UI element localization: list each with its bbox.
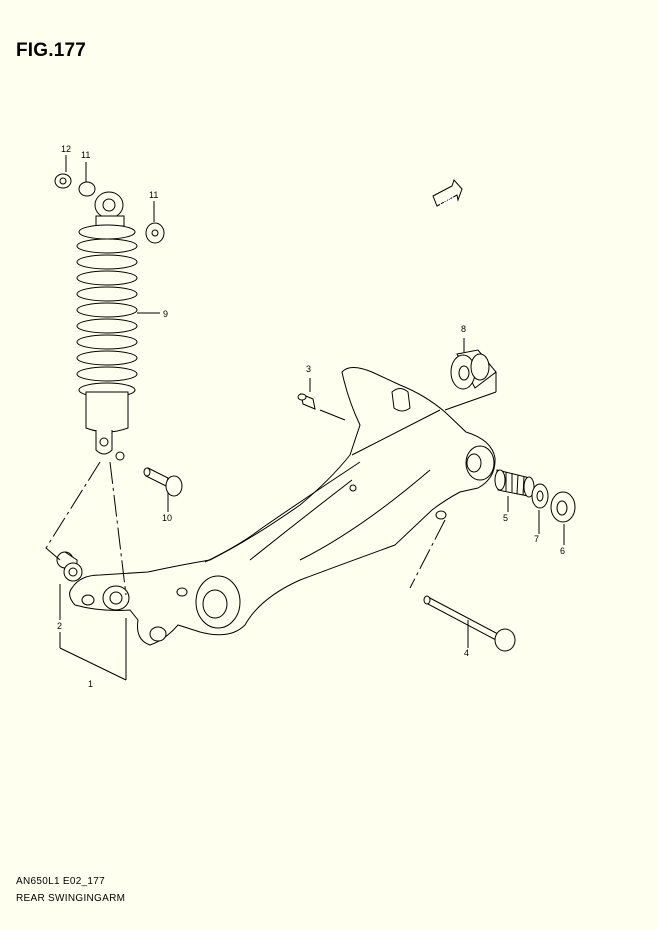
model-code: AN650L1 E02_177 xyxy=(16,876,106,887)
shock-absorber xyxy=(76,191,138,461)
pin-3 xyxy=(297,393,316,410)
callout-11b: 11 xyxy=(149,190,158,200)
bushing-2 xyxy=(56,551,83,582)
callout-6: 6 xyxy=(560,546,565,556)
fwd-arrow-icon: FWD xyxy=(432,179,463,209)
callout-8: 8 xyxy=(461,324,466,334)
callout-11a: 11 xyxy=(81,150,90,160)
callout-5: 5 xyxy=(503,513,508,523)
callout-4: 4 xyxy=(464,648,469,658)
swingarm xyxy=(69,367,496,646)
callout-2: 2 xyxy=(57,621,62,631)
figure-title: FIG.177 xyxy=(16,40,87,61)
nut-6 xyxy=(550,491,576,523)
pivot-5 xyxy=(494,469,535,498)
callout-10: 10 xyxy=(162,513,172,523)
spring-coils xyxy=(76,238,138,382)
cap-nut-12 xyxy=(54,173,72,189)
callout-9: 9 xyxy=(163,309,168,319)
bolt-10 xyxy=(143,467,183,497)
leader-lines xyxy=(45,155,565,681)
callout-labels: 12 11 11 9 3 8 5 7 6 4 10 2 1 xyxy=(57,144,565,689)
callout-1: 1 xyxy=(88,679,93,689)
bearing-8 xyxy=(450,349,497,390)
part-name: REAR SWINGINGARM xyxy=(16,893,126,904)
bolt-4 xyxy=(423,595,516,652)
callout-3: 3 xyxy=(306,364,311,374)
callout-12: 12 xyxy=(61,144,71,154)
washer-11a xyxy=(78,181,96,197)
callout-7: 7 xyxy=(534,534,539,544)
